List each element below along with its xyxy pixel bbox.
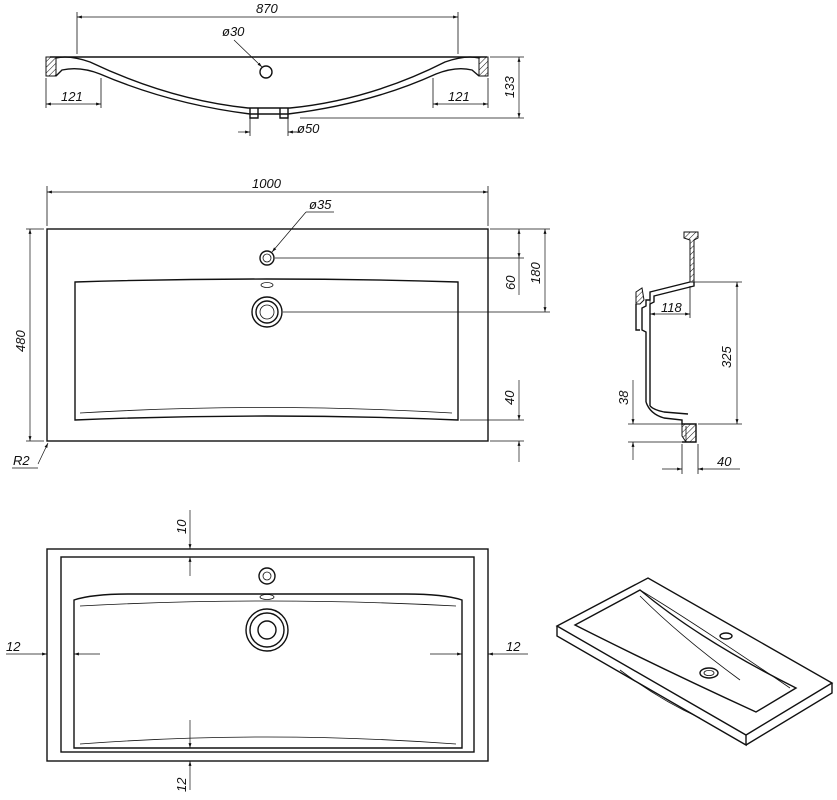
side-section-view: 118 325 38 40 bbox=[616, 231, 742, 474]
dim-top-depth: 480 bbox=[13, 330, 28, 352]
dim-side-bowl-depth: 325 bbox=[719, 346, 734, 368]
dim-front-height: 133 bbox=[502, 76, 517, 98]
front-section-view: 870 ø30 121 121 133 ø50 bbox=[45, 1, 524, 136]
dim-bottom-rim-top: 10 bbox=[174, 519, 189, 534]
dim-bottom-rim-bottom: 12 bbox=[174, 777, 189, 792]
dim-bottom-rim-right: 12 bbox=[506, 639, 521, 654]
dim-top-front-rim: 40 bbox=[502, 390, 517, 405]
dim-top-tap-hole: ø35 bbox=[309, 197, 332, 212]
top-view: 1000 480 ø35 60 180 40 R2 bbox=[12, 176, 550, 469]
dim-front-drain: ø50 bbox=[297, 121, 320, 136]
dim-front-width: 870 bbox=[256, 1, 278, 16]
dim-side-overflow-depth: 118 bbox=[661, 300, 682, 315]
dim-front-rim-left: 121 bbox=[61, 89, 83, 104]
dim-side-edge: 40 bbox=[717, 454, 732, 469]
dim-top-tap-offset-b: 180 bbox=[528, 262, 543, 284]
dim-top-width: 1000 bbox=[252, 176, 282, 191]
dim-side-bottom: 38 bbox=[616, 390, 631, 405]
isometric-view bbox=[555, 577, 834, 747]
dim-front-tap-hole: ø30 bbox=[222, 24, 245, 39]
dim-top-corner-radius: R2 bbox=[13, 453, 30, 468]
dim-top-tap-offset-a: 60 bbox=[503, 275, 518, 290]
dim-bottom-rim-left: 12 bbox=[6, 639, 21, 654]
bottom-view: 10 12 12 12 bbox=[6, 510, 528, 792]
dim-front-rim-right: 121 bbox=[448, 89, 470, 104]
